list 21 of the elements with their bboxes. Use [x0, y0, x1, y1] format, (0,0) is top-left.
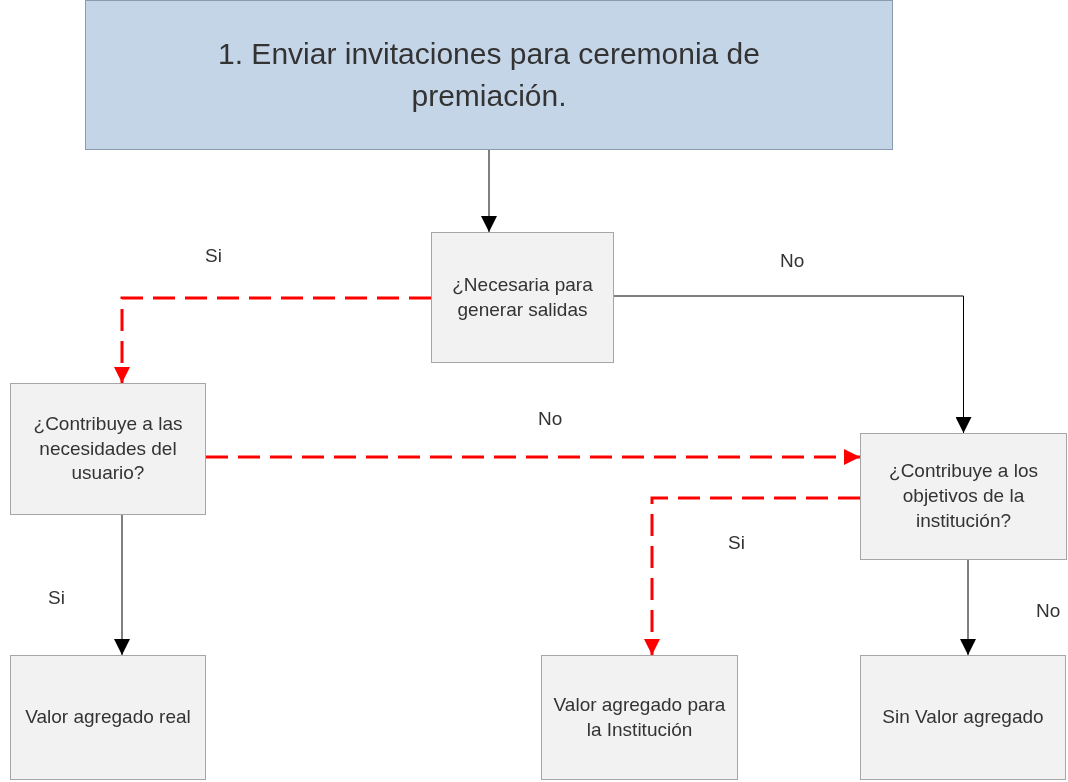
arrow — [613, 295, 972, 434]
arrow — [114, 514, 130, 656]
process-box — [10, 383, 206, 515]
arrow — [114, 296, 431, 383]
node-text: ¿Necesaria para generar salidas — [451, 272, 594, 322]
node-text: Sin Valor agregado — [882, 705, 1044, 730]
process-box — [431, 232, 614, 363]
process-box — [10, 655, 206, 780]
node-text: Valor agregado para la Institución — [552, 692, 727, 742]
arrow — [481, 149, 497, 233]
arrow — [644, 496, 860, 655]
node-text: ¿Contribuye a los objetivos de la institución? — [888, 459, 1039, 533]
node-text: ¿Contribuye a las necesidades del usuario? — [32, 411, 184, 486]
arrow — [206, 449, 860, 465]
node-text: 1. Enviar invitaciones para ceremonia de premiación. — [217, 36, 761, 114]
process-box — [860, 655, 1066, 780]
process-box — [860, 433, 1067, 560]
arrow — [960, 559, 976, 656]
step-box — [85, 0, 893, 150]
node-text: Valor agregado real — [25, 705, 191, 730]
process-box — [541, 655, 738, 780]
